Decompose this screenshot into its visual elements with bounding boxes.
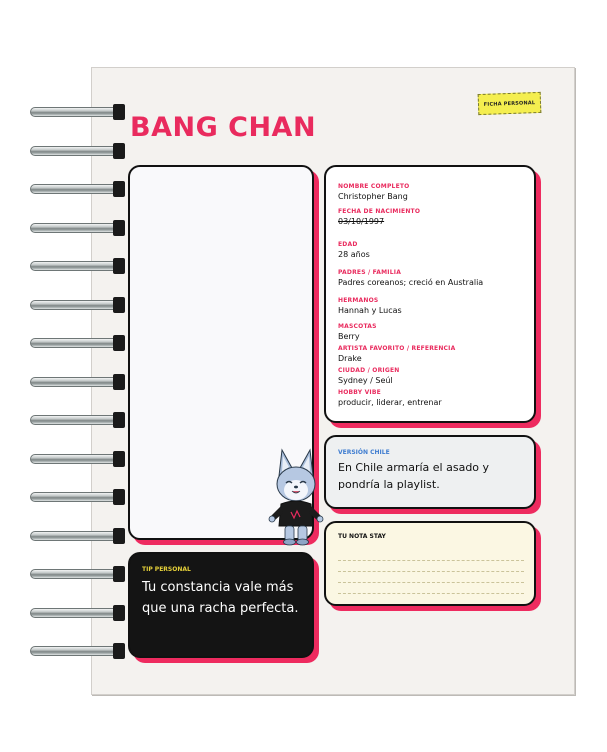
sticky-note-label: FICHA PERSONAL [483, 99, 536, 108]
field-label: EDAD [338, 241, 358, 248]
page-title: BANG CHAN [130, 112, 317, 143]
spiral-ring [30, 643, 125, 659]
profile-field-pets: MASCOTAS Berry [338, 323, 524, 342]
chile-version-text: En Chile armaría el asado y pondría la p… [338, 461, 490, 491]
field-value: Sydney / Seúl [338, 376, 393, 385]
field-value: producir, liderar, entrenar [338, 398, 442, 407]
spiral-ring [30, 374, 125, 390]
spiral-ring [30, 181, 125, 197]
profile-field-age: EDAD 28 años [338, 241, 524, 260]
spiral-ring [30, 220, 125, 236]
spiral-ring [30, 258, 125, 274]
field-value: Padres coreanos; creció en Australia [338, 278, 484, 287]
note-line [338, 561, 524, 572]
profile-field-full-name: NOMBRE COMPLETO Christopher Bang [338, 183, 524, 202]
spiral-ring [30, 335, 125, 351]
field-label: HOBBY VIBE [338, 389, 381, 396]
field-label: CIUDAD / ORIGEN [338, 367, 400, 374]
profile-field-favorite-artist: ARTISTA FAVORITO / REFERENCIA Drake [338, 345, 524, 364]
field-value: Berry [338, 332, 360, 341]
spiral-ring [30, 412, 125, 428]
tip-card: TIP PERSONAL Tu constancia vale más que … [128, 552, 314, 658]
field-value: 28 años [338, 250, 370, 259]
profile-field-hobby: HOBBY VIBE producir, liderar, entrenar [338, 389, 524, 408]
field-value: Hannah y Lucas [338, 306, 402, 315]
tip-label: TIP PERSONAL [142, 566, 191, 573]
field-label: HERMANOS [338, 297, 379, 304]
spiral-ring [30, 143, 125, 159]
field-label: PADRES / FAMILIA [338, 269, 402, 276]
note-writing-area[interactable] [338, 550, 524, 594]
sticky-note: FICHA PERSONAL [477, 91, 542, 116]
field-label: MASCOTAS [338, 323, 377, 330]
profile-field-birthdate: FECHA DE NACIMIENTO 03/10/1997 [338, 208, 524, 227]
chile-version-label: VERSIÓN CHILE [338, 449, 390, 456]
spiral-ring [30, 566, 125, 582]
tip-text: Tu constancia vale más que una racha per… [142, 580, 299, 616]
note-card: TU NOTA STAY [324, 521, 536, 606]
profile-field-family: PADRES / FAMILIA Padres coreanos; creció… [338, 269, 524, 288]
field-value: Drake [338, 354, 362, 363]
field-value: Christopher Bang [338, 192, 408, 201]
note-line [338, 572, 524, 583]
note-label: TU NOTA STAY [338, 533, 386, 540]
chile-version-card: VERSIÓN CHILE En Chile armaría el asado … [324, 435, 536, 509]
spiral-ring [30, 451, 125, 467]
note-line [338, 583, 524, 594]
spiral-ring [30, 104, 125, 120]
spiral-ring [30, 297, 125, 313]
spiral-ring [30, 605, 125, 621]
profile-card: NOMBRE COMPLETO Christopher Bang FECHA D… [324, 165, 536, 423]
spiral-ring [30, 489, 125, 505]
note-line [338, 550, 524, 561]
wolf-mascot-icon [268, 448, 324, 546]
spiral-ring [30, 528, 125, 544]
field-label: ARTISTA FAVORITO / REFERENCIA [338, 345, 456, 352]
field-label: FECHA DE NACIMIENTO [338, 208, 421, 215]
profile-field-siblings: HERMANOS Hannah y Lucas [338, 297, 524, 316]
profile-field-city: CIUDAD / ORIGEN Sydney / Seúl [338, 367, 524, 386]
field-label: NOMBRE COMPLETO [338, 183, 410, 190]
field-value: 03/10/1997 [338, 217, 385, 226]
